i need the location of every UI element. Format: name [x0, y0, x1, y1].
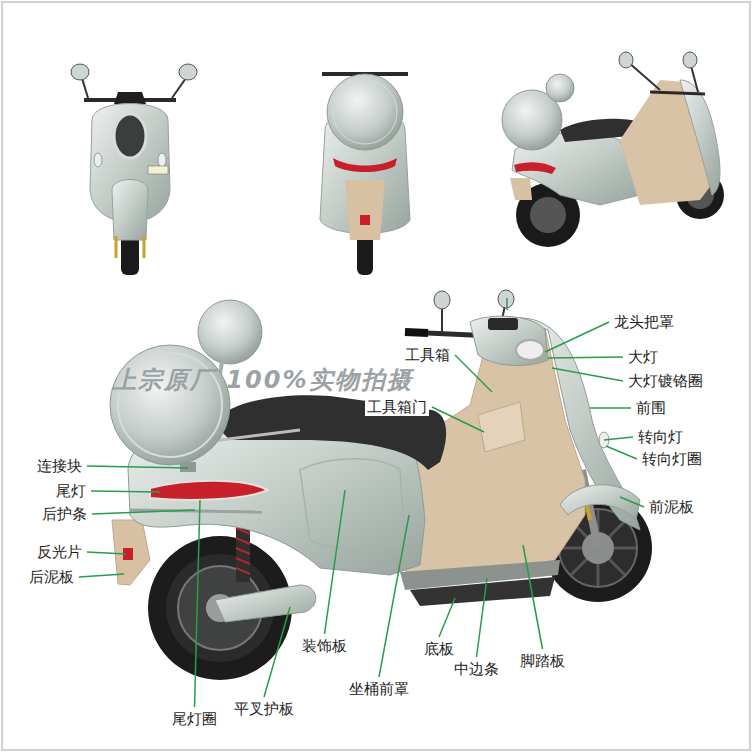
- part-label: 尾灯: [54, 482, 88, 500]
- part-label: 反光片: [35, 543, 84, 561]
- part-label: 前泥板: [647, 498, 696, 516]
- part-label: 龙头把罩: [612, 313, 676, 331]
- leader-line: [590, 407, 631, 409]
- part-label: 平叉护板: [232, 700, 296, 718]
- leader-line: [195, 500, 201, 707]
- leader-line: [523, 545, 543, 649]
- leader-line: [325, 490, 346, 634]
- part-label: 大灯: [626, 348, 660, 366]
- three-quarter-view: [502, 52, 724, 247]
- side-view: [110, 290, 652, 680]
- leader-line: [379, 515, 409, 677]
- leader-line: [552, 368, 623, 381]
- part-label: 大灯镀铬圈: [626, 372, 705, 390]
- leader-line: [439, 598, 455, 637]
- part-label: 装饰板: [300, 637, 349, 655]
- front-view: [71, 64, 197, 275]
- leader-line: [606, 446, 637, 459]
- part-label: 底板: [422, 640, 456, 658]
- part-label: 工具箱: [403, 346, 452, 364]
- part-label: 尾灯圈: [170, 710, 219, 728]
- leader-line: [604, 437, 633, 440]
- rear-view: [320, 74, 410, 275]
- part-label: 转向灯圈: [640, 450, 704, 468]
- part-label: 中边条: [452, 660, 501, 678]
- part-label: 后泥板: [27, 568, 76, 586]
- part-label: 脚踏板: [518, 652, 567, 670]
- leader-line: [545, 322, 609, 352]
- leader-line: [432, 407, 484, 432]
- part-label: 连接块: [35, 457, 84, 475]
- part-label: 坐桶前罩: [347, 680, 411, 698]
- leader-line: [548, 357, 623, 358]
- leader-line: [87, 466, 188, 468]
- leader-line: [620, 497, 644, 507]
- part-label: 转向灯: [636, 428, 685, 446]
- leader-line: [455, 355, 492, 392]
- part-label: 工具箱门: [365, 398, 429, 416]
- leader-line: [92, 510, 195, 514]
- part-label: 前围: [634, 399, 668, 417]
- leader-line: [91, 491, 160, 492]
- leader-line: [79, 574, 124, 577]
- leader-line: [87, 552, 126, 554]
- leader-line: [264, 607, 290, 697]
- watermark: 上宗原厂 100%实物拍摄: [112, 366, 413, 394]
- leader-line: [477, 578, 488, 657]
- part-label: 后护条: [40, 505, 89, 523]
